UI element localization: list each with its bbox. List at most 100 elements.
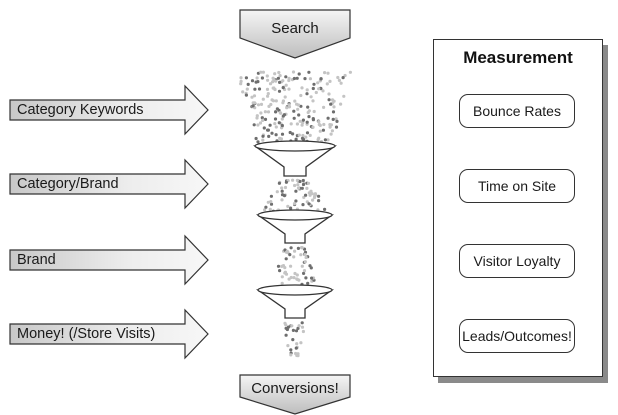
particle-dot [329,102,333,106]
particle-dot [287,76,291,80]
search-down-arrow [239,9,351,59]
particle-dot [298,119,302,123]
particle-dot [295,122,299,126]
particle-dot [259,70,263,74]
search-label: Search [271,20,319,37]
particle-dot [311,125,315,129]
particle-dot [292,116,296,120]
particle-dot [289,348,293,352]
particle-dot [274,125,278,129]
particle-dot [312,195,317,200]
particle-dot [304,193,308,197]
particle-dot [302,195,306,199]
particle-dot [264,205,268,209]
particle-dot [326,71,330,75]
particle-dot [341,76,345,80]
particle-dot [327,92,331,96]
stage-arrow-money [9,308,209,360]
particle-dot [291,338,295,342]
particle-dot [280,132,285,136]
particle-dot [329,132,333,136]
particle-dot [274,133,278,137]
particle-dot [289,353,293,357]
particle-dot [261,70,265,74]
conversions-down-arrow [239,374,351,415]
particle-dot [300,136,305,140]
particle-dot [330,129,334,133]
particle-dot [301,133,305,138]
particle-dot [280,198,284,202]
particle-dot [280,275,284,279]
particle-dot [251,104,255,108]
particle-dot [276,76,280,80]
particle-dot [291,328,295,332]
particle-dot [278,74,282,78]
particle-dot [268,207,272,211]
particle-dot [325,82,329,86]
particle-dot [335,119,339,123]
particle-dot [258,121,263,125]
particle-dot [308,193,312,197]
particle-dot [313,192,317,196]
particle-dot [269,200,273,204]
particle-dot [332,105,336,109]
particle-dot [266,94,270,98]
particle-dot [280,123,284,128]
particle-dot [294,351,298,356]
particle-dot [334,117,338,121]
measurement-title: Measurement [463,48,573,67]
particle-dot [291,178,295,182]
particle-dot [256,140,260,144]
particle-dot [284,83,288,87]
conversions-label: Conversions! [251,380,339,397]
particle-dot [319,77,323,81]
particle-dot [303,252,307,257]
particle-dot [321,128,325,132]
particle-dot [295,342,299,346]
particle-dot [323,138,327,142]
particle-dot [311,86,315,91]
particle-dot [252,94,257,98]
particle-dot [296,246,300,250]
particle-dot [252,123,256,127]
particle-dot [295,277,299,281]
particle-dot [305,186,309,190]
particle-dot [306,181,311,185]
particle-dot [261,118,265,122]
particle-dot [301,182,306,187]
particle-dot [331,110,336,114]
stage-label-category-brand: Category/Brand [17,176,119,192]
particle-dot [292,255,296,259]
particle-dot [268,123,272,127]
particle-dot [294,329,299,333]
particle-dot [317,199,321,203]
particle-dot [261,134,265,138]
particle-dot [300,325,305,329]
particle-dot [316,138,320,142]
particle-dot [262,126,266,130]
particle-dot [301,118,305,122]
particle-dot [281,99,285,103]
stage-arrow-category-brand [9,158,209,210]
particle-dot [266,78,270,82]
particle-dot [260,116,264,120]
particle-dot [299,104,303,108]
particle-dot [292,76,296,81]
particle-dot [291,70,296,74]
particle-dot [308,264,312,268]
stage-arrow-brand [9,234,209,286]
particle-dot [278,269,282,273]
particle-dot [278,111,282,115]
particle-dot [251,101,255,105]
particle-dot [283,248,287,252]
particle-dot [266,92,270,96]
stage-label-category-keywords: Category Keywords [17,102,144,118]
particle-dot [308,77,312,81]
particle-dot [304,255,308,260]
particle-dot [328,123,332,127]
particle-dot [284,180,288,184]
particle-dot [336,75,340,80]
particle-dot [300,264,304,268]
particle-dot [323,71,327,75]
